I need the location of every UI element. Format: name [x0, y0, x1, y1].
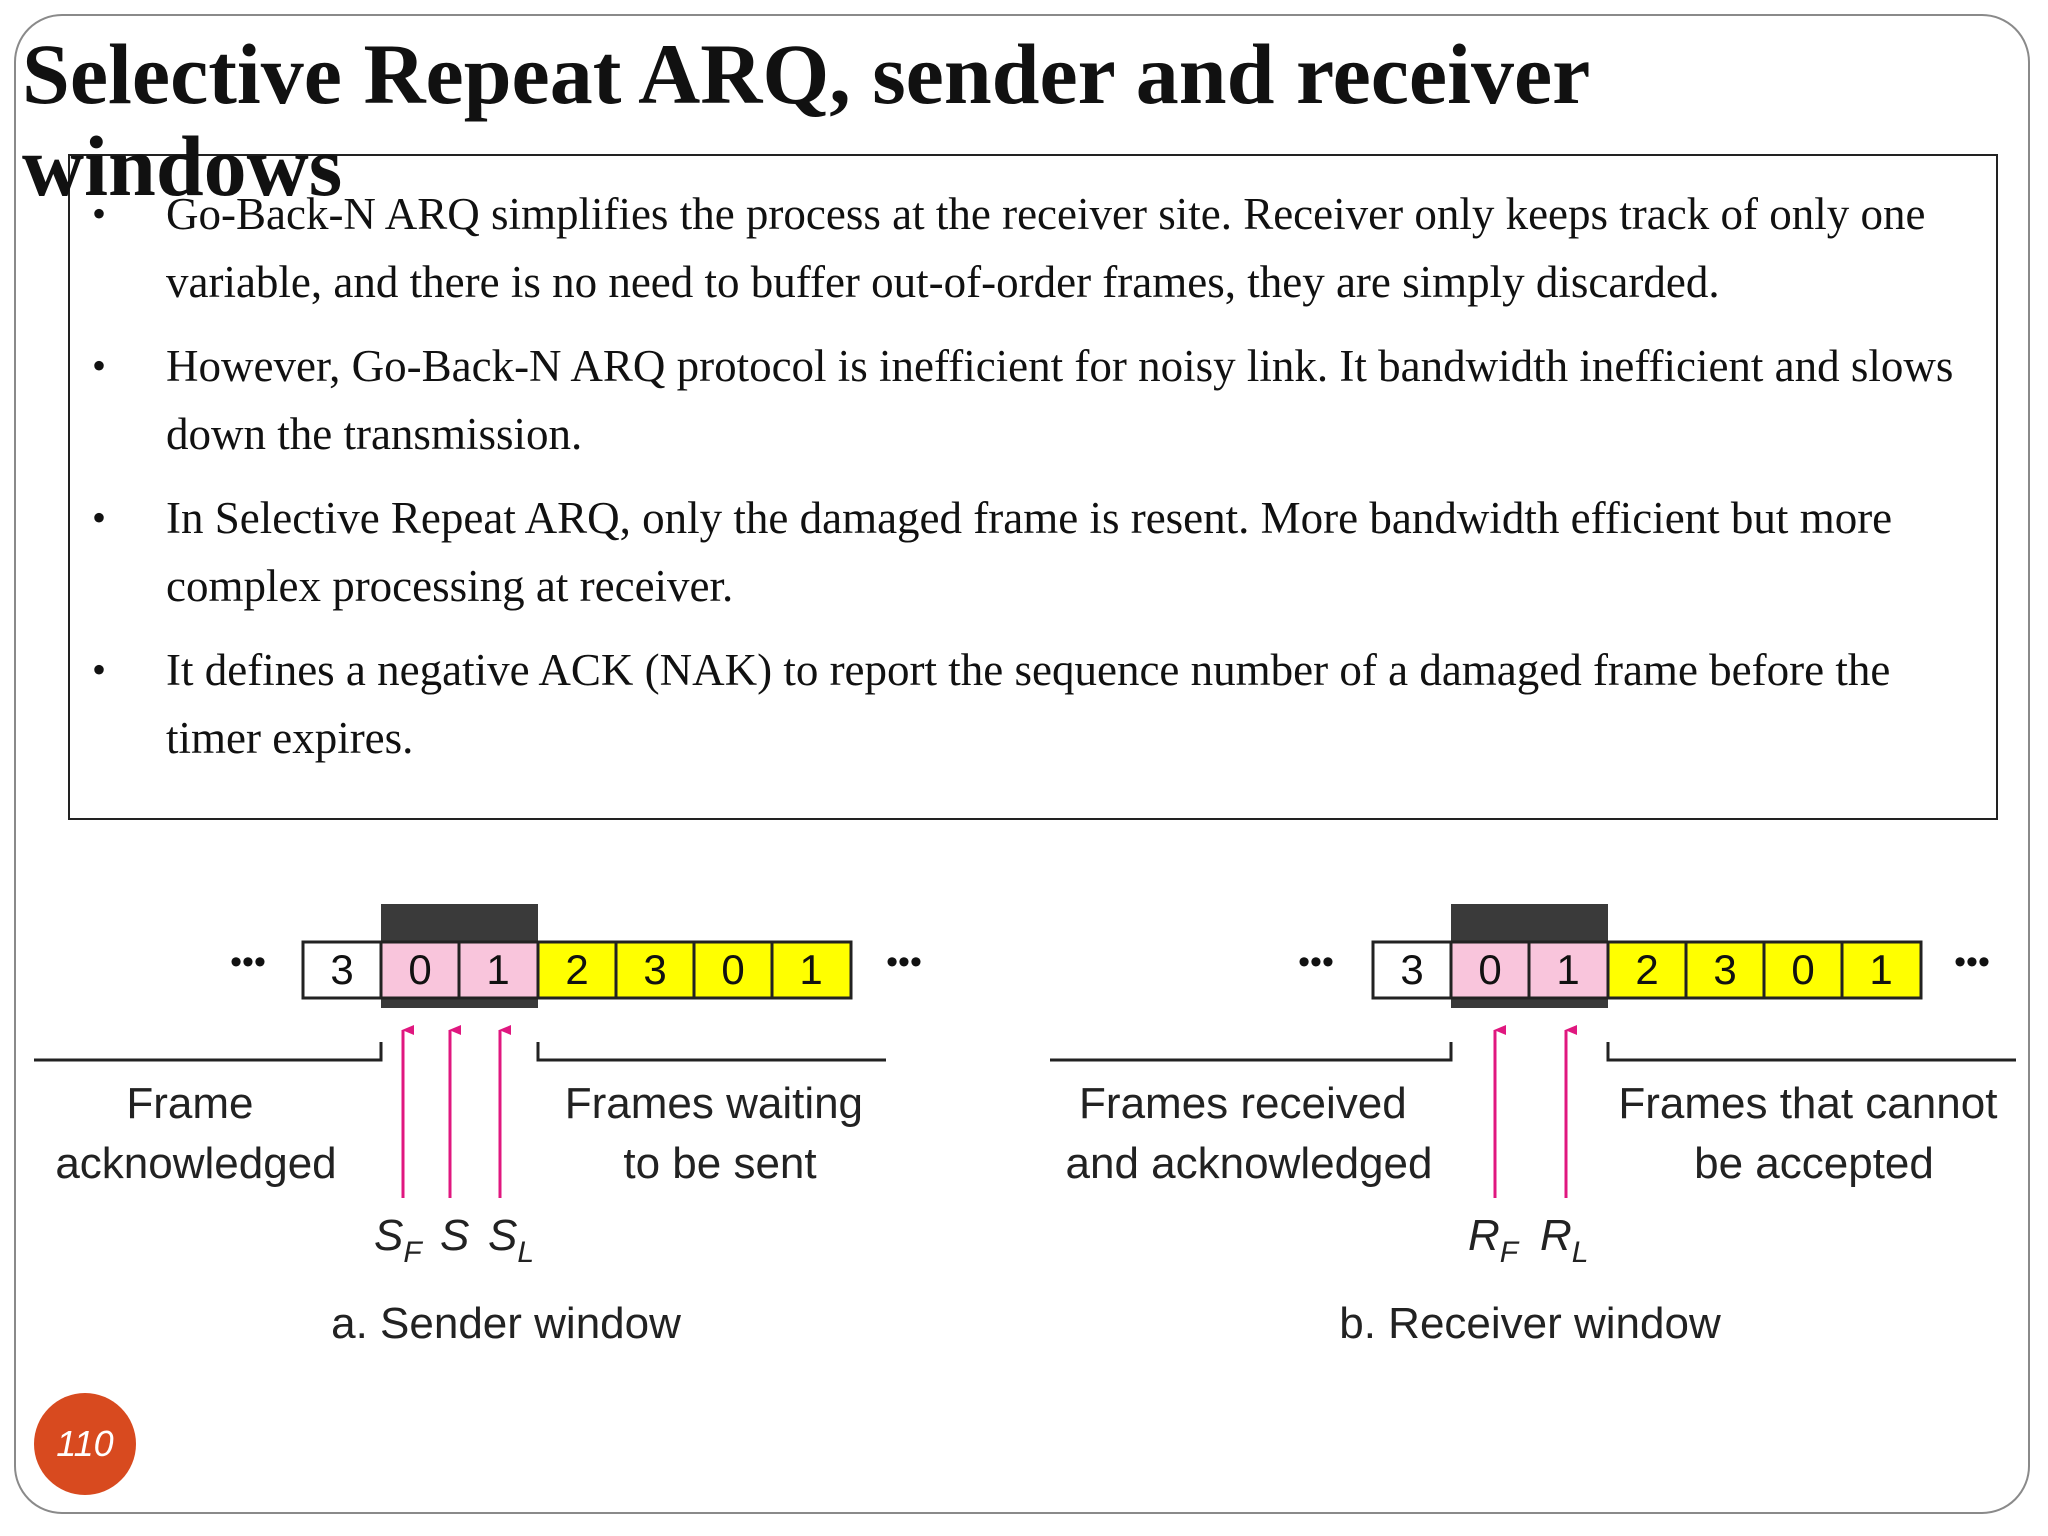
bullet-text: In Selective Repeat ARQ, only the damage…	[166, 493, 1893, 611]
sender-frame: 1	[457, 940, 540, 1000]
sender-frame-label: 2	[565, 946, 588, 993]
sender-frame-label: 3	[643, 946, 666, 993]
receiver-frame-box	[1840, 940, 1923, 1000]
receiver-frame-label: 0	[1478, 946, 1501, 993]
sender-frame-label: 0	[408, 946, 431, 993]
receiver-frame-label: 1	[1869, 946, 1892, 993]
receiver-frame-box	[1684, 940, 1766, 1000]
sender-pointer-s-label: S	[440, 1211, 469, 1260]
sender-waiting-label-line: to be sent	[623, 1139, 816, 1188]
sender-frame: 0	[692, 940, 774, 1000]
receiver-frame-row: 3 0 1 2 3 0 1	[1371, 940, 1923, 1000]
sender-frame-box	[614, 940, 696, 1000]
receiver-frame-box	[1527, 940, 1610, 1000]
bullet-item-4: • It defines a negative ACK (NAK) to rep…	[70, 636, 1996, 772]
sender-acknowledged-label-line: Frame	[126, 1079, 253, 1128]
bullet-text-box: • Go-Back-N ARQ simplifies the process a…	[68, 154, 1998, 820]
receiver-frame-box	[1762, 940, 1844, 1000]
receiver-window: ••• 3 0 1 2 3 0	[1050, 904, 2016, 1348]
sender-acknowledged-label: Frame acknowledged	[55, 1079, 336, 1188]
sender-right-bracket	[536, 1042, 886, 1062]
sender-caption: a. Sender window	[331, 1299, 681, 1348]
sender-frame-label: 1	[486, 946, 509, 993]
receiver-frame-label: 0	[1791, 946, 1814, 993]
bullet-item-3: • In Selective Repeat ARQ, only the dama…	[70, 484, 1996, 620]
bullet-item-2: • However, Go-Back-N ARQ protocol is ine…	[70, 332, 1996, 468]
bullet-marker: •	[92, 343, 107, 388]
sender-acknowledged-label-line: acknowledged	[55, 1139, 336, 1188]
receiver-acknowledged-label-line: Frames received	[1079, 1079, 1407, 1128]
receiver-frame-label: 3	[1400, 946, 1423, 993]
receiver-frame: 0	[1449, 940, 1531, 1000]
receiver-frame: 1	[1840, 940, 1923, 1000]
sender-left-ellipsis: •••	[230, 943, 266, 981]
sender-frame: 1	[770, 940, 853, 1000]
sender-frame-box	[301, 940, 383, 1000]
receiver-pointer-rf-label: RF	[1468, 1211, 1520, 1269]
receiver-frame-label: 2	[1635, 946, 1658, 993]
receiver-left-bracket	[1050, 1042, 1453, 1062]
receiver-right-bracket	[1606, 1042, 2016, 1062]
sender-waiting-label: Frames waiting to be sent	[565, 1079, 876, 1188]
receiver-caption: b. Receiver window	[1339, 1299, 1721, 1348]
sender-frame-label: 3	[330, 946, 353, 993]
bullet-text: Go-Back-N ARQ simplifies the process at …	[166, 189, 1926, 307]
sender-right-ellipsis: •••	[886, 943, 922, 981]
bullet-text: It defines a negative ACK (NAK) to repor…	[166, 645, 1891, 763]
window-diagram: ••• 3 0 1 2 3 0	[34, 904, 2016, 1348]
sender-pointer-labels: SF S SL	[374, 1211, 534, 1269]
bullet-item-1: • Go-Back-N ARQ simplifies the process a…	[70, 180, 1996, 316]
receiver-not-accepted-label-line: be accepted	[1694, 1139, 1934, 1188]
receiver-frame: 3	[1684, 940, 1766, 1000]
bullet-marker: •	[92, 495, 107, 540]
receiver-frame-box	[1371, 940, 1453, 1000]
receiver-pointer-labels: RF RL	[1468, 1211, 1588, 1269]
bullet-text: However, Go-Back-N ARQ protocol is ineff…	[166, 341, 1954, 459]
sender-frame: 2	[536, 940, 618, 1000]
sender-left-bracket	[34, 1042, 383, 1062]
receiver-right-ellipsis: •••	[1954, 943, 1990, 981]
sender-frame-box	[770, 940, 853, 1000]
receiver-acknowledged-label: Frames received and acknowledged	[1066, 1079, 1433, 1188]
sender-pointer-sl-label: SL	[488, 1211, 534, 1269]
receiver-frame: 1	[1527, 940, 1610, 1000]
receiver-acknowledged-label-line: and acknowledged	[1066, 1139, 1433, 1188]
receiver-pointer-rl-label: RL	[1540, 1211, 1588, 1269]
sender-pointer-sf-label: SF	[374, 1211, 423, 1269]
sender-frame-label: 1	[799, 946, 822, 993]
slide-title: Selective Repeat ARQ, sender and receive…	[22, 26, 1589, 214]
receiver-frame: 0	[1762, 940, 1844, 1000]
sender-frame-box	[379, 940, 461, 1000]
bullet-list: • Go-Back-N ARQ simplifies the process a…	[70, 180, 1996, 788]
sender-window: ••• 3 0 1 2 3 0	[34, 904, 922, 1348]
receiver-frame: 2	[1606, 940, 1688, 1000]
sender-frame: 0	[379, 940, 461, 1000]
sender-frame: 3	[301, 940, 383, 1000]
slide-number-badge: 110	[34, 1393, 136, 1495]
sender-frame-row: 3 0 1 2 3 0 1	[301, 940, 853, 1000]
bullet-marker: •	[92, 647, 107, 692]
sender-frame-label: 0	[721, 946, 744, 993]
receiver-frame-label: 3	[1713, 946, 1736, 993]
receiver-frame: 3	[1371, 940, 1453, 1000]
slide-frame	[14, 14, 2030, 1514]
bullet-marker: •	[92, 191, 107, 236]
receiver-not-accepted-label-line: Frames that cannot	[1618, 1079, 1997, 1128]
receiver-not-accepted-label: Frames that cannot be accepted	[1618, 1079, 2009, 1188]
sender-frame-box	[536, 940, 618, 1000]
receiver-left-ellipsis: •••	[1298, 943, 1334, 981]
sender-waiting-label-line: Frames waiting	[565, 1079, 863, 1128]
sender-frame: 3	[614, 940, 696, 1000]
slide-number-text: 110	[56, 1423, 114, 1464]
receiver-frame-label: 1	[1556, 946, 1579, 993]
